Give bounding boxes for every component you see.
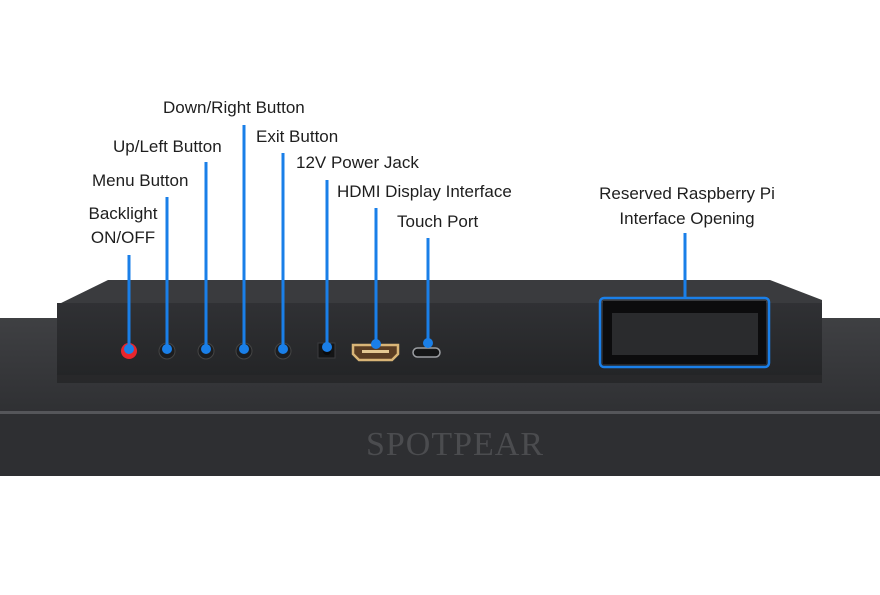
label-rpi-1: Reserved Raspberry Pi [599,184,775,203]
brand-logo: SPOTPEAR [366,426,544,463]
label-exit: Exit Button [256,127,338,146]
leader-lines [124,125,687,354]
label-rpi-2: Interface Opening [619,209,754,228]
label-backlight-2: ON/OFF [91,228,155,247]
hdmi-port[interactable] [351,343,400,362]
label-backlight-1: Backlight [89,204,158,223]
label-touch: Touch Port [397,212,479,231]
box-shadow [57,375,822,383]
usb-c-touch-port[interactable] [412,347,441,358]
label-hdmi: HDMI Display Interface [337,182,512,201]
label-up-left: Up/Left Button [113,137,222,156]
label-power: 12V Power Jack [296,153,419,172]
label-down-right: Down/Right Button [163,98,305,117]
panel-front-face [0,414,880,476]
label-menu: Menu Button [92,171,188,190]
rpi-opening [598,296,771,369]
panel-edge [0,411,880,414]
